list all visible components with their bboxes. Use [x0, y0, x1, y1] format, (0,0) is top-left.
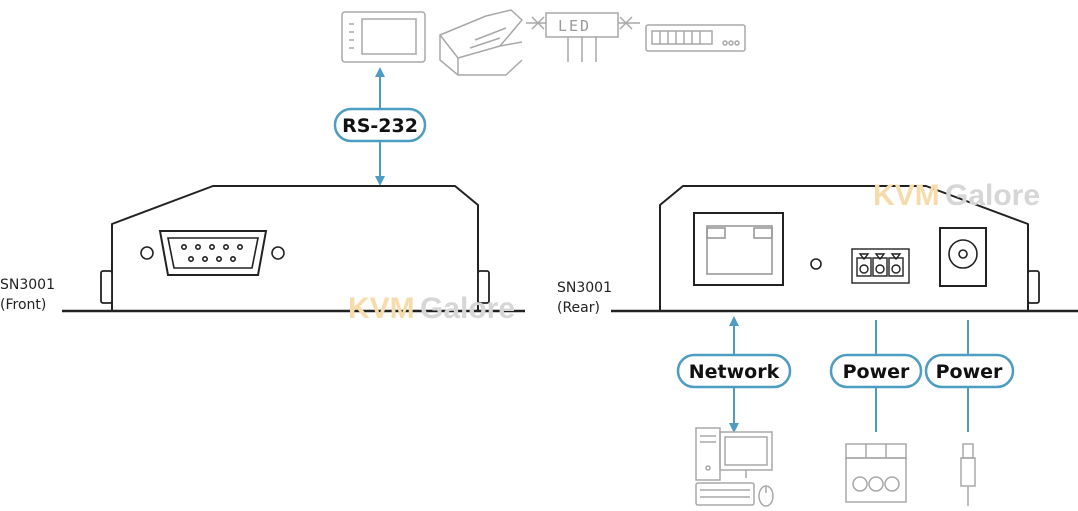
svg-text:KVM: KVM — [873, 179, 940, 212]
watermark-rear: KVM Galore — [873, 179, 1040, 212]
led-display-text: LED — [558, 17, 591, 35]
dc-power-jack-icon — [939, 227, 987, 287]
svg-text:Galore: Galore — [420, 292, 515, 325]
rear-device-label-name: SN3001 — [557, 280, 612, 296]
serial-device-icon — [645, 24, 746, 52]
printer-icon — [439, 9, 523, 76]
rs232-label-pill: RS-232 — [333, 107, 427, 143]
front-device-label-side: (Front) — [0, 297, 46, 313]
power-jack-label: Power — [936, 361, 1003, 383]
power-jack-label-pill: Power — [924, 353, 1015, 389]
front-device-label-name: SN3001 — [0, 277, 55, 293]
computer-icon — [695, 427, 774, 507]
rs232-label: RS-232 — [342, 115, 418, 137]
power-terminal-block-icon — [851, 248, 910, 284]
network-label: Network — [689, 361, 780, 383]
power-terminal-label-pill: Power — [829, 353, 923, 389]
svg-text:Galore: Galore — [945, 179, 1040, 212]
touch-panel-icon — [341, 11, 426, 63]
network-label-pill: Network — [676, 353, 792, 389]
rj45-port-icon — [693, 212, 784, 286]
rear-device-label-side: (Rear) — [557, 300, 600, 316]
led-display-icon — [526, 12, 640, 62]
status-led-icon — [810, 258, 822, 270]
rear-device — [659, 185, 1040, 311]
db9-serial-port-icon — [140, 230, 285, 276]
dc-power-plug-icon — [960, 443, 976, 506]
power-terminal-label: Power — [843, 361, 910, 383]
front-device — [100, 185, 490, 311]
svg-text:KVM: KVM — [348, 292, 415, 325]
power-terminal-plug-icon — [845, 443, 907, 503]
watermark-front: KVM Galore — [348, 292, 515, 325]
